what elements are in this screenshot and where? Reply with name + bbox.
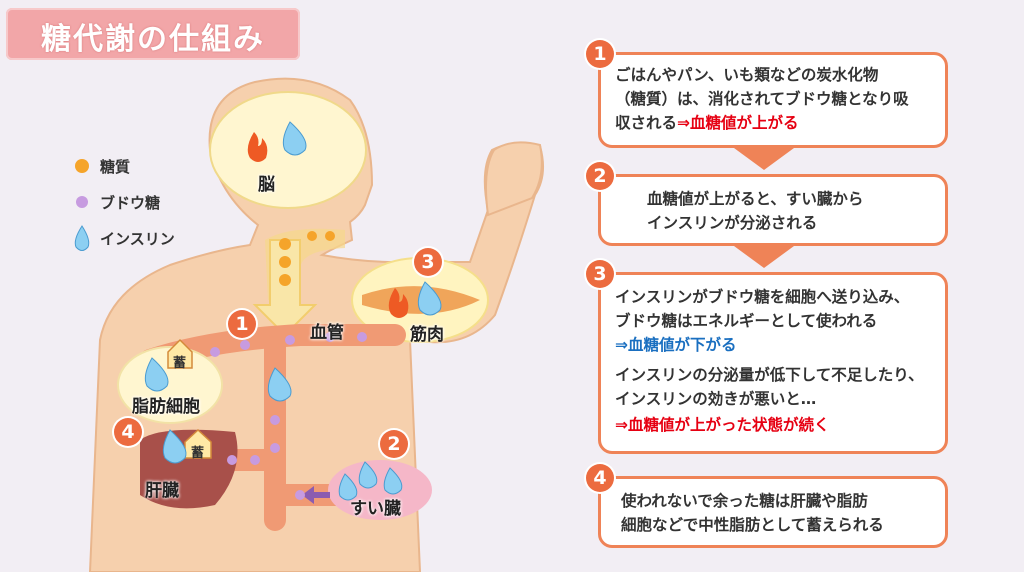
step-1-line-3-prefix: 収される [615, 114, 678, 132]
step-3-emphasis-red: ⇒血糖値が上がった状態が続く [615, 416, 830, 434]
step-3-line-2: ブドウ糖はエネルギーとして使われる [615, 312, 878, 330]
legend-glucose: ブドウ糖 [100, 194, 161, 212]
step-3-emphasis-blue: ⇒血糖値が下がる [615, 336, 737, 354]
step-1-box: ごはんやパン、いも類などの炭水化物 （糖質）は、消化されてブドウ糖となり吸 収さ… [598, 52, 948, 148]
sugar-dot [279, 256, 291, 268]
glucose-dot [325, 332, 335, 342]
store-label-fat: 蓄 [173, 356, 187, 371]
flame-icon [247, 132, 268, 162]
step-4-box: 使われないで余った糖は肝臓や脂肪 細胞などで中性脂肪として蓄えられる [598, 476, 948, 548]
step-3-line-4: インスリンの効きが悪いと… [615, 390, 817, 408]
store-label-liver: 蓄 [191, 446, 205, 461]
glucose-dot [357, 332, 367, 342]
glucose-dot [210, 347, 220, 357]
insulin-drop-icon [144, 357, 169, 392]
insulin-drop-icon [338, 473, 358, 501]
page-title: 糖代謝の仕組み [41, 22, 265, 57]
step-4-marker: 4 [586, 464, 614, 492]
step-3-line-1: インスリンがブドウ糖を細胞へ送り込み、 [615, 288, 910, 306]
insulin-drop-icon [267, 367, 292, 402]
step-4-line-2: 細胞などで中性脂肪として蓄えられる [621, 516, 884, 534]
sugar-dot [279, 274, 291, 286]
store-house-icon [167, 338, 193, 369]
body-marker-3: 3 [414, 248, 442, 276]
insulin-drop-icon [417, 281, 442, 316]
label-fat-cell: 脂肪細胞 [132, 397, 200, 417]
step-2-line-1: 血糖値が上がると、すい臓から [647, 190, 864, 208]
glucose-dot [295, 490, 305, 500]
glucose-dot [285, 335, 295, 345]
sugar-dot [325, 231, 335, 241]
step-3-box: インスリンがブドウ糖を細胞へ送り込み、 ブドウ糖はエネルギーとして使われる ⇒血… [598, 272, 948, 454]
step-2-box: 血糖値が上がると、すい臓から インスリンが分泌される [598, 174, 948, 246]
step-3-marker: 3 [586, 260, 614, 288]
insulin-drop-icon [282, 121, 307, 156]
insulin-flow-arrow-icon [302, 486, 330, 504]
step-2-marker: 2 [586, 162, 614, 190]
digestion-arrow-icon [252, 239, 318, 337]
legend-insulin: インスリン [100, 230, 175, 248]
sugar-dot [279, 238, 291, 250]
fat-cell-cloud [117, 346, 223, 424]
step-arrow-2-icon [734, 246, 794, 268]
insulin-drop-icon [383, 467, 403, 495]
step-4-line-1: 使われないで余った糖は肝臓や脂肪 [621, 492, 868, 510]
step-1-line-3: 収される⇒血糖値が上がる [615, 111, 799, 135]
step-2-line-2: インスリンが分泌される [647, 214, 818, 232]
title-banner: 糖代謝の仕組み [6, 8, 300, 60]
glucose-dot [250, 455, 260, 465]
glucose-dot [270, 415, 280, 425]
step-1-emphasis: ⇒血糖値が上がる [677, 114, 799, 132]
label-liver: 肝臓 [145, 481, 179, 501]
glucose-dot [240, 340, 250, 350]
body-marker-1: 1 [228, 310, 256, 338]
step-1-line-2: （糖質）は、消化されてブドウ糖となり吸 [615, 90, 909, 108]
label-brain: 脳 [258, 175, 275, 195]
insulin-drop-icon [358, 461, 378, 489]
body-marker-4: 4 [114, 418, 142, 446]
glucose-dot [227, 455, 237, 465]
label-muscle: 筋肉 [410, 325, 444, 345]
fist-shape [485, 141, 543, 217]
step-1-line-1: ごはんやパン、いも類などの炭水化物 [615, 66, 879, 84]
flame-icon [388, 288, 409, 318]
step-1-marker: 1 [586, 40, 614, 68]
pancreas-shape [328, 460, 432, 520]
body-marker-2: 2 [380, 430, 408, 458]
sugar-dot [307, 231, 317, 241]
legend-sugar: 糖質 [100, 158, 131, 176]
label-pancreas: すい臓 [350, 499, 401, 519]
step-3-line-3: インスリンの分泌量が低下して不足したり、 [615, 366, 924, 384]
glucose-dot [270, 443, 280, 453]
label-vessel: 血管 [310, 323, 344, 343]
step-arrow-1-icon [734, 148, 794, 170]
insulin-drop-icon [162, 429, 187, 464]
